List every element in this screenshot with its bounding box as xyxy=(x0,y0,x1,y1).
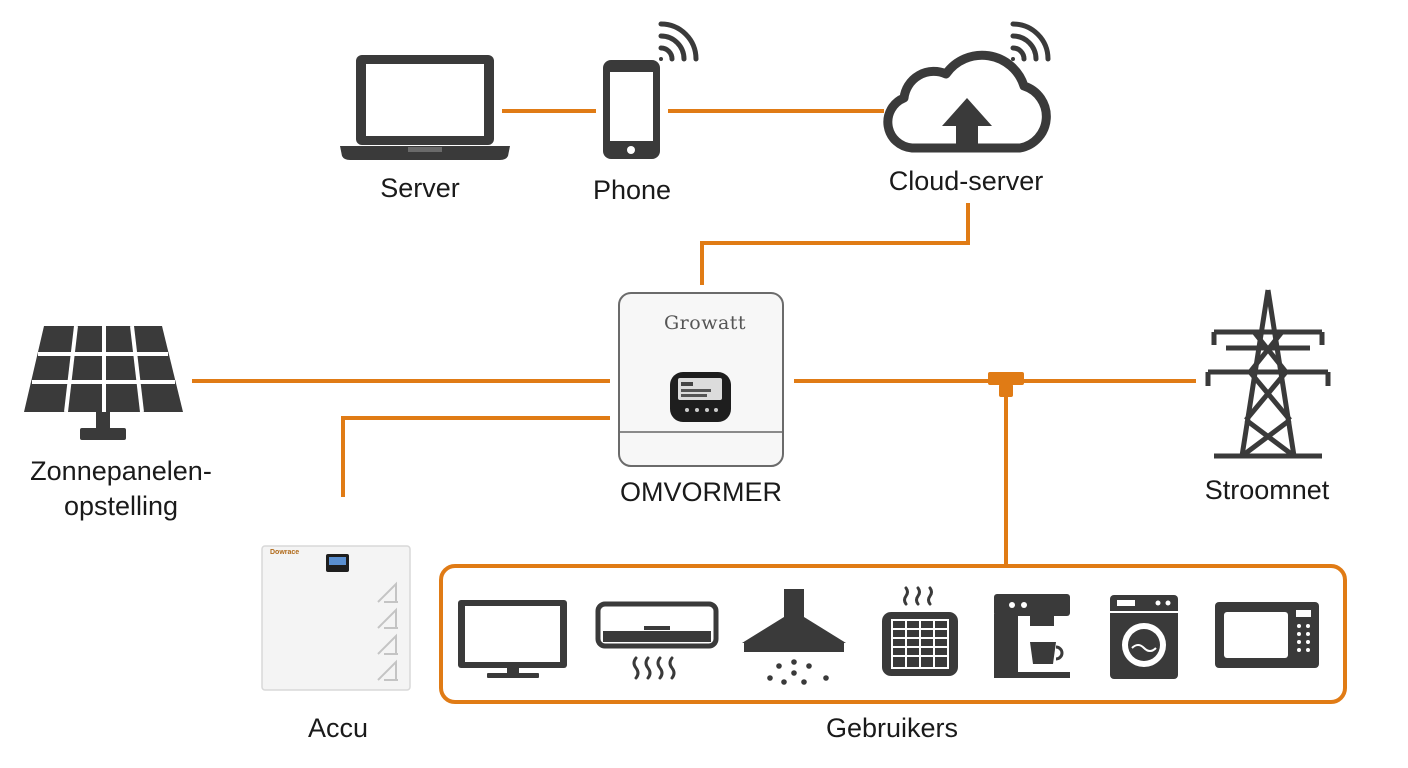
television-icon xyxy=(458,600,567,678)
air-conditioner-icon xyxy=(595,601,719,680)
solar-panel-icon xyxy=(24,325,183,440)
edge-cloud-inverter xyxy=(700,203,970,285)
grid-label: Stroomnet xyxy=(1204,475,1330,505)
server-label: Server xyxy=(380,173,460,203)
consumers-box xyxy=(439,564,1347,704)
solar-label-line2: opstelling xyxy=(63,491,179,521)
coffee-machine-icon xyxy=(994,594,1070,678)
smartphone-icon xyxy=(603,60,660,159)
battery-cabinet-icon xyxy=(261,545,411,691)
laptop-icon xyxy=(340,55,510,160)
heater-icon xyxy=(882,586,958,676)
consumers-label: Gebruikers xyxy=(825,713,959,743)
battery-brand: Dowrace xyxy=(270,549,300,556)
grid-junction xyxy=(988,372,1024,397)
microwave-icon xyxy=(1215,602,1319,668)
range-hood-icon xyxy=(742,589,846,685)
battery-label: Accu xyxy=(307,713,369,743)
edge-battery-inverter xyxy=(341,416,610,497)
washing-machine-icon xyxy=(1110,595,1178,679)
cloud-upload-icon xyxy=(883,50,1051,153)
cloud-label: Cloud-server xyxy=(888,166,1044,196)
cloud-wifi-icon xyxy=(1010,21,1051,62)
phone-wifi-icon xyxy=(658,21,699,62)
solar-label-line1: Zonnepanelen- xyxy=(30,456,212,486)
inverter-icon xyxy=(618,292,784,467)
inverter-brand: Growatt xyxy=(664,312,747,334)
inverter-label: OMVORMER xyxy=(620,477,782,507)
phone-label: Phone xyxy=(592,175,672,205)
power-pylon-icon xyxy=(1205,289,1331,459)
